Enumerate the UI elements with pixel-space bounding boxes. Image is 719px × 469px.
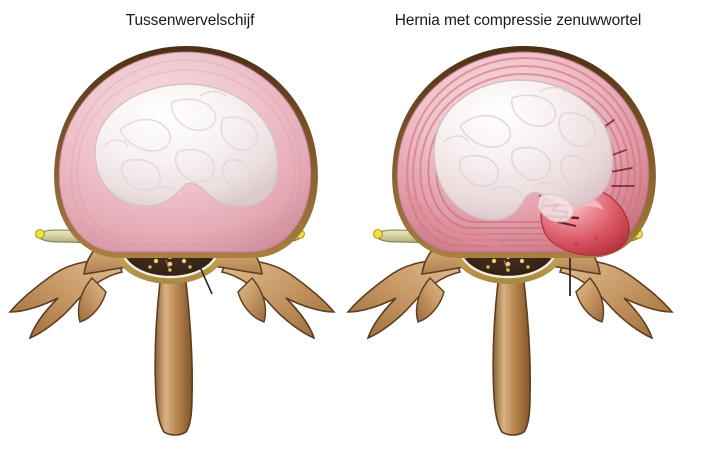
inferior-articular-process-right <box>237 276 267 323</box>
transverse-process-left <box>8 259 124 340</box>
extruded-nucleus-fragment <box>537 193 574 223</box>
leader-line-left <box>195 257 213 295</box>
inferior-articular-process-left-right-panel <box>415 276 445 323</box>
transverse-process-right-right-panel <box>558 259 674 340</box>
dorsal-root-ganglion-left-right-panel <box>373 229 383 239</box>
nucleus-texture-left <box>103 90 258 197</box>
panel-left-normal-disc <box>8 46 336 436</box>
spinous-process-right-panel <box>492 281 531 436</box>
nucleus-texture-right <box>443 86 596 197</box>
inflammation-speckles <box>564 236 614 252</box>
annulus-lamellae-left <box>70 59 302 245</box>
dorsal-root-ganglion-left <box>35 229 45 239</box>
nucleus-pulposus-left <box>94 83 279 208</box>
vertebral-arch-left <box>8 235 336 436</box>
panel-title-right: Hernia met compressie zenuwwortel <box>394 12 642 29</box>
panel-right-herniated-disc <box>346 46 674 436</box>
transverse-process-right <box>220 259 336 340</box>
panel-title-left: Tussenwervelschijf <box>125 12 255 29</box>
spinous-process-left-panel <box>154 281 193 436</box>
transverse-process-left-right-panel <box>346 259 462 340</box>
inferior-articular-process-right-right-panel <box>575 276 605 323</box>
inferior-articular-process-left <box>77 276 107 323</box>
